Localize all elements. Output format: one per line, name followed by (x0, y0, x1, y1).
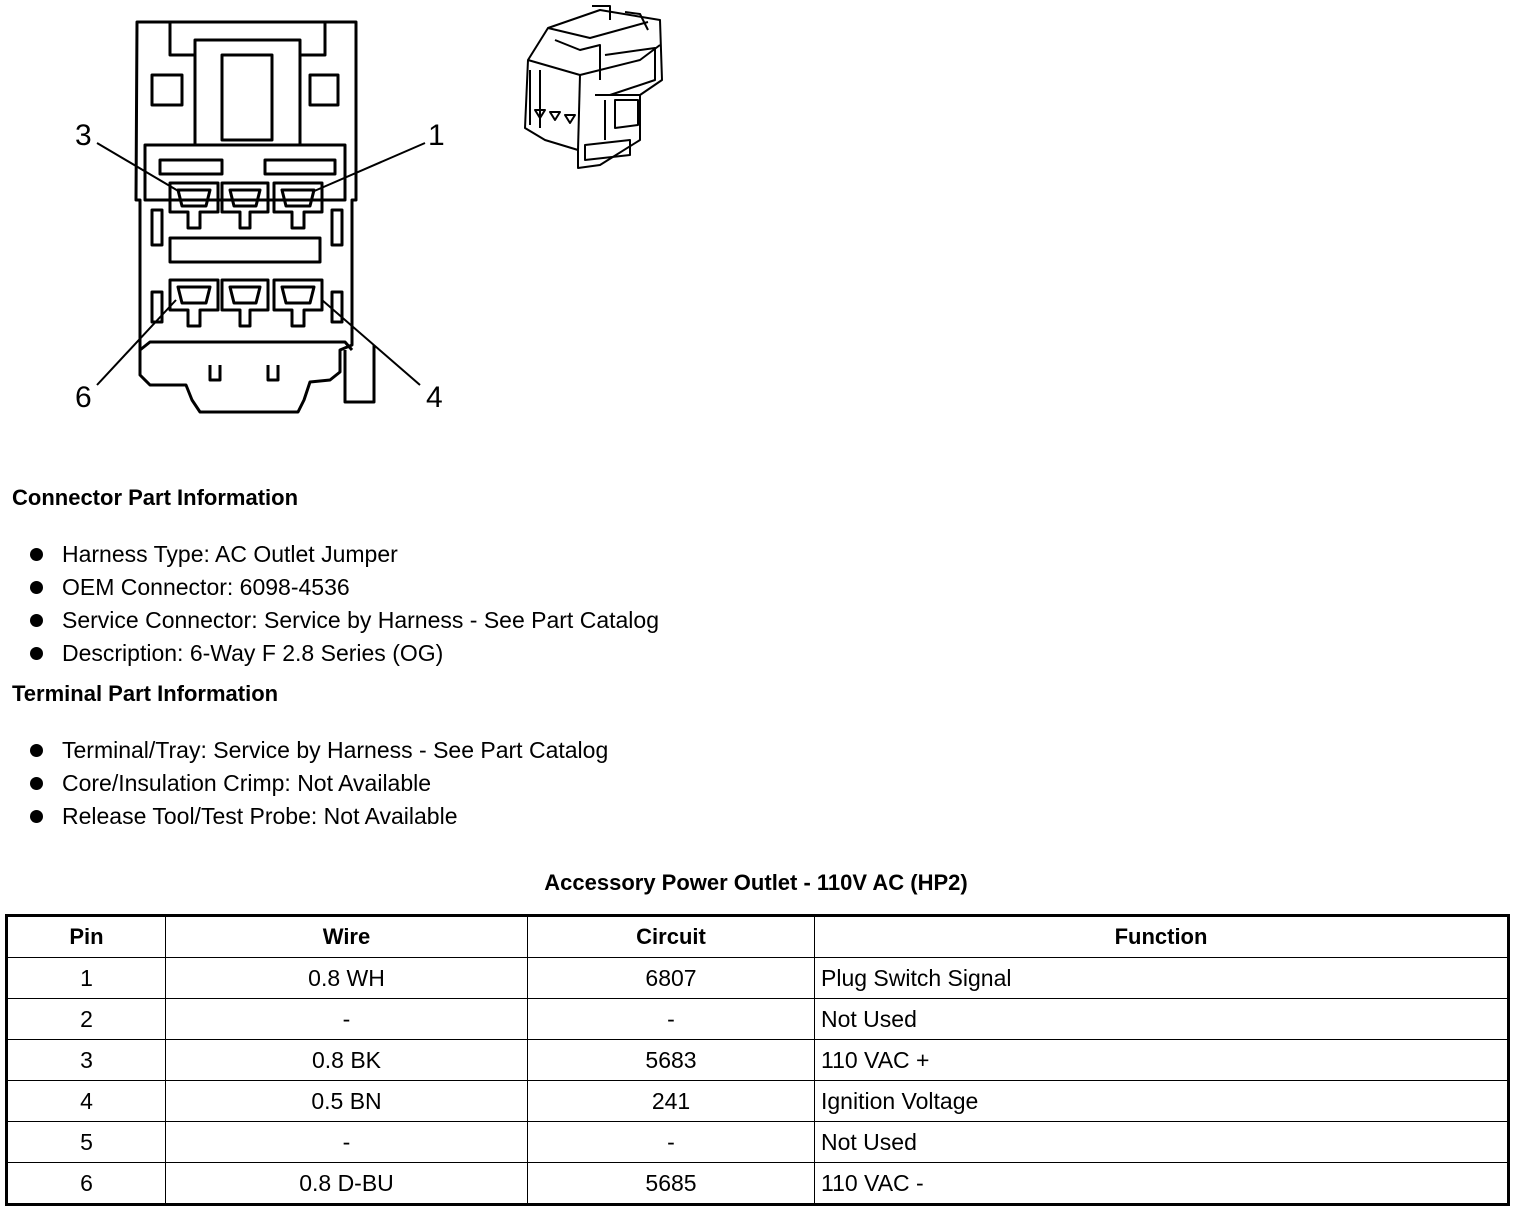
header-wire: Wire (165, 915, 528, 958)
list-item: OEM Connector: 6098-4536 (30, 571, 659, 604)
list-item-text: Core/Insulation Crimp: Not Available (62, 770, 432, 796)
bullet-icon (30, 581, 43, 594)
connector-info-heading: Connector Part Information (12, 485, 299, 510)
table-title: Accessory Power Outlet - 110V AC (HP2) (544, 870, 968, 895)
cell-wire: 0.8 BK (165, 1039, 528, 1081)
header-pin: Pin (6, 915, 166, 958)
cell-wire: 0.8 D-BU (165, 1162, 528, 1205)
pin-callout-3: 3 (75, 119, 92, 152)
cell-pin: 5 (6, 1121, 166, 1163)
table-row: 2 - - Not Used (6, 998, 1509, 1040)
connector-face-diagram: 3 1 6 4 (75, 20, 445, 414)
pin-table: Pin Wire Circuit Function 1 0.8 WH 6807 … (5, 914, 1510, 1206)
pin-callout-6: 6 (75, 381, 92, 414)
table-row: 5 - - Not Used (6, 1121, 1509, 1163)
terminal-info-heading: Terminal Part Information (12, 681, 279, 706)
bullet-icon (30, 548, 43, 561)
cell-pin: 2 (6, 998, 166, 1040)
list-item-text: Description: 6-Way F 2.8 Series (OG) (62, 640, 444, 666)
cell-pin: 3 (6, 1039, 166, 1081)
header-circuit: Circuit (527, 915, 815, 958)
connector-iso-view (524, 5, 663, 169)
bullet-icon (30, 777, 43, 790)
cell-circuit: 5685 (527, 1162, 815, 1205)
cell-function: Ignition Voltage (814, 1080, 1509, 1122)
list-item: Description: 6-Way F 2.8 Series (OG) (30, 637, 659, 670)
list-item: Harness Type: AC Outlet Jumper (30, 538, 659, 571)
cell-wire: 0.5 BN (165, 1080, 528, 1122)
list-item-text: OEM Connector: 6098-4536 (62, 574, 350, 600)
cell-function: Plug Switch Signal (814, 957, 1509, 999)
list-item-text: Release Tool/Test Probe: Not Available (62, 803, 458, 829)
bullet-icon (30, 810, 43, 823)
list-item-text: Terminal/Tray: Service by Harness - See … (62, 737, 609, 763)
table-row: 4 0.5 BN 241 Ignition Voltage (6, 1080, 1509, 1122)
pin-callout-4: 4 (426, 381, 443, 414)
cell-circuit: - (527, 998, 815, 1040)
cell-circuit: 241 (527, 1080, 815, 1122)
cell-circuit: 5683 (527, 1039, 815, 1081)
cell-wire: - (165, 1121, 528, 1163)
cell-function: Not Used (814, 998, 1509, 1040)
table-header-row: Pin Wire Circuit Function (6, 915, 1509, 958)
bullet-icon (30, 647, 43, 660)
cell-wire: - (165, 998, 528, 1040)
cell-function: 110 VAC + (814, 1039, 1509, 1081)
cell-pin: 6 (6, 1162, 166, 1205)
list-item-text: Service Connector: Service by Harness - … (62, 607, 659, 633)
list-item: Service Connector: Service by Harness - … (30, 604, 659, 637)
pin-callout-1: 1 (428, 119, 445, 152)
header-function: Function (814, 915, 1509, 958)
cell-function: Not Used (814, 1121, 1509, 1163)
list-item: Core/Insulation Crimp: Not Available (30, 767, 608, 800)
table-row: 6 0.8 D-BU 5685 110 VAC - (6, 1162, 1509, 1205)
cell-wire: 0.8 WH (165, 957, 528, 999)
table-row: 3 0.8 BK 5683 110 VAC + (6, 1039, 1509, 1081)
cell-pin: 4 (6, 1080, 166, 1122)
list-item: Terminal/Tray: Service by Harness - See … (30, 734, 608, 767)
list-item: Release Tool/Test Probe: Not Available (30, 800, 608, 833)
cell-function: 110 VAC - (814, 1162, 1509, 1205)
cell-circuit: 6807 (527, 957, 815, 999)
bullet-icon (30, 744, 43, 757)
connector-info-list: Harness Type: AC Outlet Jumper OEM Conne… (30, 538, 659, 670)
terminal-info-list: Terminal/Tray: Service by Harness - See … (30, 734, 608, 833)
table-row: 1 0.8 WH 6807 Plug Switch Signal (6, 957, 1509, 999)
list-item-text: Harness Type: AC Outlet Jumper (62, 541, 398, 567)
cell-pin: 1 (6, 957, 166, 999)
bullet-icon (30, 614, 43, 627)
cell-circuit: - (527, 1121, 815, 1163)
